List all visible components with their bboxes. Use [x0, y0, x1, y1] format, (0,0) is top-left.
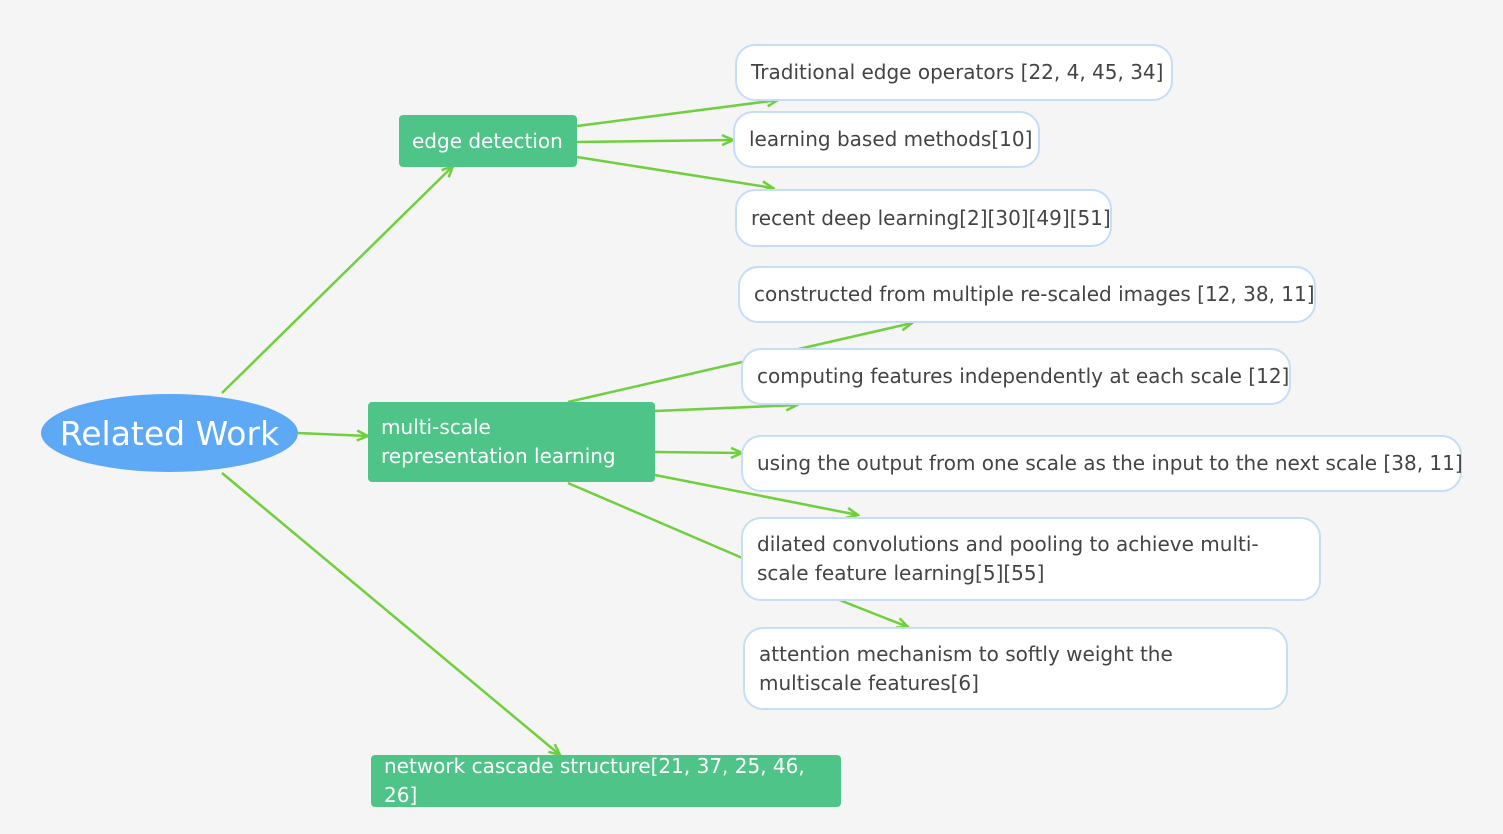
leaf-recent-deep-learning[interactable]: recent deep learning[2][30][49][51] — [735, 189, 1112, 247]
leaf-computing-features-independently[interactable]: computing features independently at each… — [741, 348, 1291, 405]
edge-root-cascade — [221, 472, 560, 755]
edge-ed-learning — [576, 140, 733, 142]
edge-ms-computing — [654, 405, 797, 413]
leaf-dilated-convolutions-pooling[interactable]: dilated convolutions and pooling to achi… — [741, 517, 1321, 601]
leaf-constructed-from-rescaled-images[interactable]: constructed from multiple re-scaled imag… — [738, 266, 1316, 323]
leaf-label: using the output from one scale as the i… — [757, 451, 1463, 475]
edge-root-multiscale — [297, 433, 368, 436]
edge-ed-deep — [576, 155, 773, 188]
leaf-label: Traditional edge operators [22, 4, 45, 3… — [751, 60, 1164, 84]
leaf-label: recent deep learning[2][30][49][51] — [751, 205, 1111, 230]
leaf-label: attention mechanism to softly weight the… — [759, 641, 1173, 695]
root-node-related-work[interactable]: Related Work — [41, 394, 298, 472]
leaf-learning-based-methods[interactable]: learning based methods[10] — [733, 111, 1040, 168]
branch-edge-detection[interactable]: edge detection — [399, 115, 577, 167]
leaf-traditional-edge-operators[interactable]: Traditional edge operators [22, 4, 45, 3… — [735, 44, 1173, 101]
branch-multi-scale-representation-learning[interactable]: multi-scale representation learning — [368, 402, 655, 482]
leaf-label: constructed from multiple re-scaled imag… — [754, 282, 1315, 306]
edge-ms-output — [654, 452, 742, 453]
leaf-label: dilated convolutions and pooling to achi… — [757, 532, 1259, 585]
edge-root-edge-detection — [221, 166, 453, 394]
leaf-attention-mechanism[interactable]: attention mechanism to softly weight the… — [743, 627, 1288, 710]
branch-network-cascade-structure[interactable]: network cascade structure[21, 37, 25, 46… — [371, 754, 841, 807]
leaf-label: computing features independently at each… — [757, 364, 1290, 388]
edge-ms-dilated — [654, 473, 858, 515]
edge-ms-constructed — [567, 323, 912, 404]
leaf-label: learning based methods[10] — [749, 127, 1033, 151]
branch-label: network cascade structure[21, 37, 25, 46… — [384, 754, 805, 807]
root-node-label: Related Work — [59, 413, 280, 453]
leaf-output-as-input-next-scale[interactable]: using the output from one scale as the i… — [741, 435, 1463, 492]
branch-label: multi-scale representation learning — [381, 415, 616, 468]
branch-label: edge detection — [412, 128, 563, 153]
edge-ed-traditional — [576, 100, 778, 128]
